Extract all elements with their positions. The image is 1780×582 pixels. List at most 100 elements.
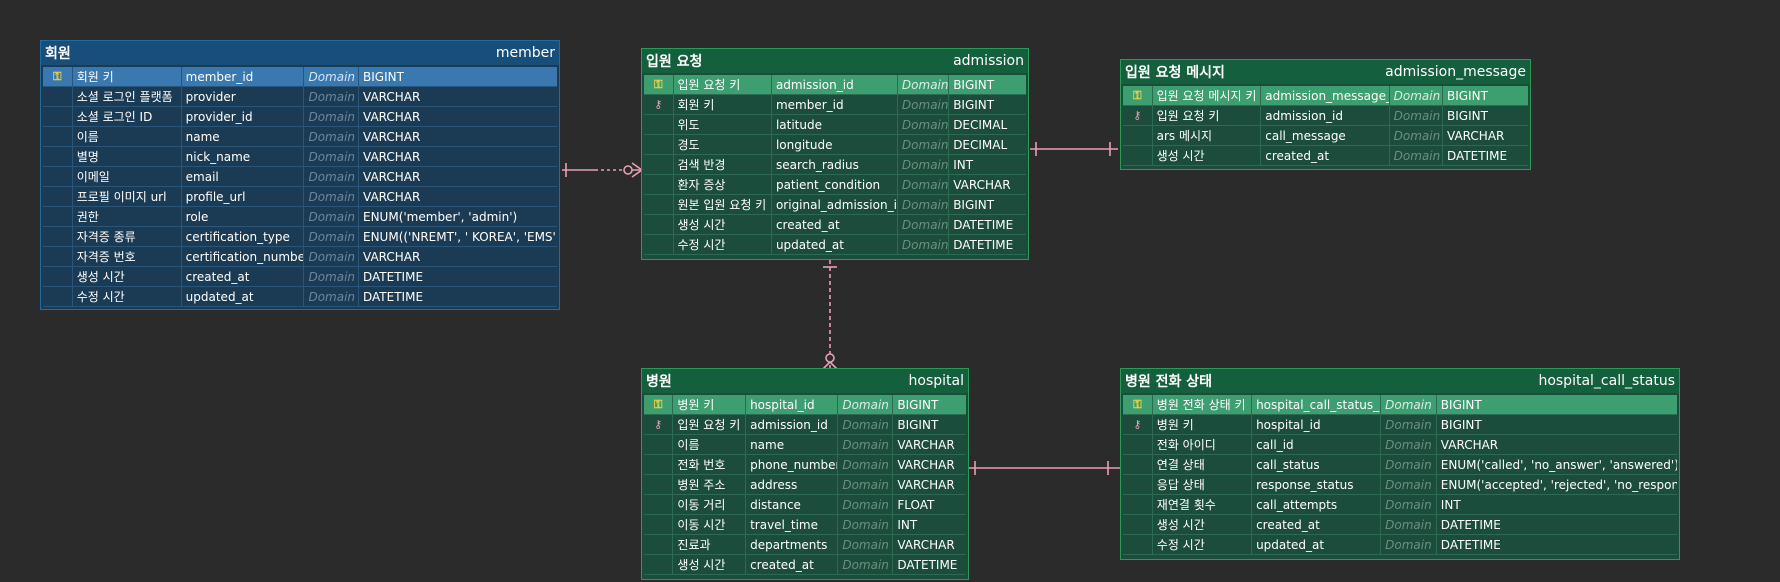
logical-name-cell: 재연결 횟수 (1152, 495, 1253, 515)
key-cell (43, 107, 73, 127)
domain-cell: Domain (304, 87, 359, 107)
column-name-cell: updated_at (771, 235, 898, 255)
data-type-cell: VARCHAR (359, 247, 558, 267)
data-type-cell: ENUM(('NREMT', ' KOREA', 'EMS') (359, 227, 558, 247)
column-name-cell: phone_number (746, 455, 839, 475)
key-cell: ⚿ (43, 67, 73, 87)
logical-name-cell: 위도 (673, 115, 772, 135)
data-type-cell: VARCHAR (359, 147, 558, 167)
column-name-cell: call_attempts (1252, 495, 1382, 515)
column-name-cell: name (181, 127, 305, 147)
logical-name-cell: 수정 시간 (72, 287, 182, 307)
domain-cell: Domain (1389, 146, 1444, 166)
logical-name-cell: 생성 시간 (72, 267, 182, 287)
domain-cell: Domain (897, 115, 950, 135)
data-type-cell: ENUM('accepted', 'rejected', 'no_respons… (1436, 475, 1677, 495)
key-cell: ⚿ (644, 395, 674, 415)
logical-name-cell: 병원 전화 상태 키 (1152, 395, 1253, 415)
domain-cell: Domain (304, 207, 359, 227)
logical-name-cell: 생성 시간 (1152, 515, 1253, 535)
domain-cell: Domain (838, 535, 894, 555)
domain-cell: Domain (897, 215, 950, 235)
logical-name-cell: 이름 (72, 127, 182, 147)
key-cell (1123, 435, 1153, 455)
data-type-cell: VARCHAR (359, 167, 558, 187)
key-cell (43, 167, 73, 187)
logical-name-cell: 병원 키 (1152, 415, 1253, 435)
domain-cell: Domain (838, 555, 894, 575)
column-name-cell: patient_condition (771, 175, 898, 195)
domain-cell: Domain (838, 515, 894, 535)
key-cell: ⚷ (644, 415, 674, 435)
logical-name-cell: 원본 입원 요청 키 (673, 195, 772, 215)
data-type-cell: DECIMAL (949, 115, 1026, 135)
column-name-cell: hospital_call_status_id (1252, 395, 1382, 415)
data-type-cell: VARCHAR (1436, 435, 1677, 455)
key-cell: ⚿ (1123, 86, 1153, 106)
key-cell (43, 207, 73, 227)
domain-cell: Domain (838, 455, 894, 475)
key-cell (1123, 126, 1153, 146)
data-type-cell: INT (1436, 495, 1677, 515)
column-name-cell: member_id (771, 95, 898, 115)
domain-cell: Domain (304, 107, 359, 127)
logical-name-cell: 입원 요청 키 (1152, 106, 1262, 126)
data-type-cell: VARCHAR (893, 435, 966, 455)
column-name-cell: certification_number (181, 247, 305, 267)
domain-cell: Domain (897, 95, 950, 115)
domain-cell: Domain (304, 227, 359, 247)
key-cell (43, 267, 73, 287)
key-cell (43, 87, 73, 107)
domain-cell: Domain (1389, 126, 1444, 146)
logical-name-cell: 회원 키 (72, 67, 182, 87)
data-type-cell: BIGINT (1436, 415, 1677, 435)
